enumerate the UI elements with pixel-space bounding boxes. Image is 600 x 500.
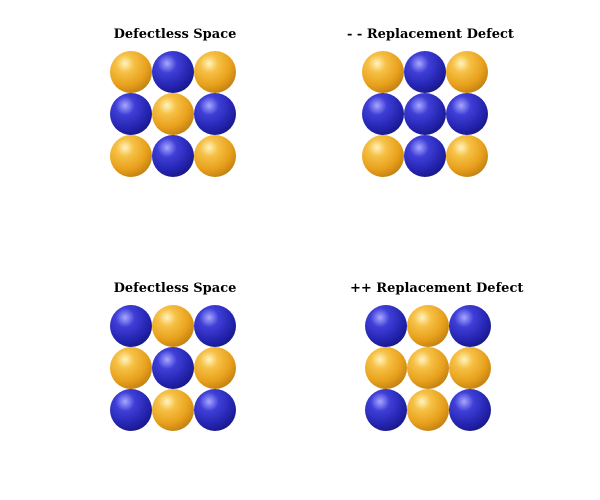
orange-atom — [407, 305, 449, 347]
atom-lattice — [110, 305, 240, 435]
blue-atom — [194, 305, 236, 347]
orange-atom — [110, 347, 152, 389]
atom-lattice — [365, 305, 495, 435]
blue-atom — [404, 93, 446, 135]
blue-atom — [404, 135, 446, 177]
panel-title: - - Replacement Defect — [347, 27, 514, 42]
orange-atom — [446, 135, 488, 177]
blue-atom — [110, 389, 152, 431]
blue-atom — [362, 93, 404, 135]
orange-atom — [194, 51, 236, 93]
orange-atom — [152, 305, 194, 347]
orange-atom — [362, 51, 404, 93]
blue-atom — [404, 51, 446, 93]
orange-atom — [194, 347, 236, 389]
blue-atom — [194, 93, 236, 135]
blue-atom — [449, 389, 491, 431]
atom-lattice — [110, 51, 240, 181]
orange-atom — [110, 51, 152, 93]
blue-atom — [194, 389, 236, 431]
blue-atom — [152, 135, 194, 177]
blue-atom — [449, 305, 491, 347]
orange-atom — [362, 135, 404, 177]
atom-lattice — [362, 51, 492, 181]
blue-atom — [365, 305, 407, 347]
orange-atom — [365, 347, 407, 389]
blue-atom — [110, 93, 152, 135]
panel-title: Defectless Space — [113, 27, 237, 42]
orange-atom — [152, 389, 194, 431]
orange-atom — [446, 51, 488, 93]
orange-atom — [194, 135, 236, 177]
orange-atom — [407, 347, 449, 389]
orange-atom — [449, 347, 491, 389]
blue-atom — [152, 51, 194, 93]
panel-title: Defectless Space — [113, 281, 237, 296]
blue-atom — [152, 347, 194, 389]
blue-atom — [110, 305, 152, 347]
orange-atom — [152, 93, 194, 135]
blue-atom — [365, 389, 407, 431]
panel-title: ++ Replacement Defect — [350, 281, 524, 296]
orange-atom — [110, 135, 152, 177]
blue-atom — [446, 93, 488, 135]
orange-atom — [407, 389, 449, 431]
